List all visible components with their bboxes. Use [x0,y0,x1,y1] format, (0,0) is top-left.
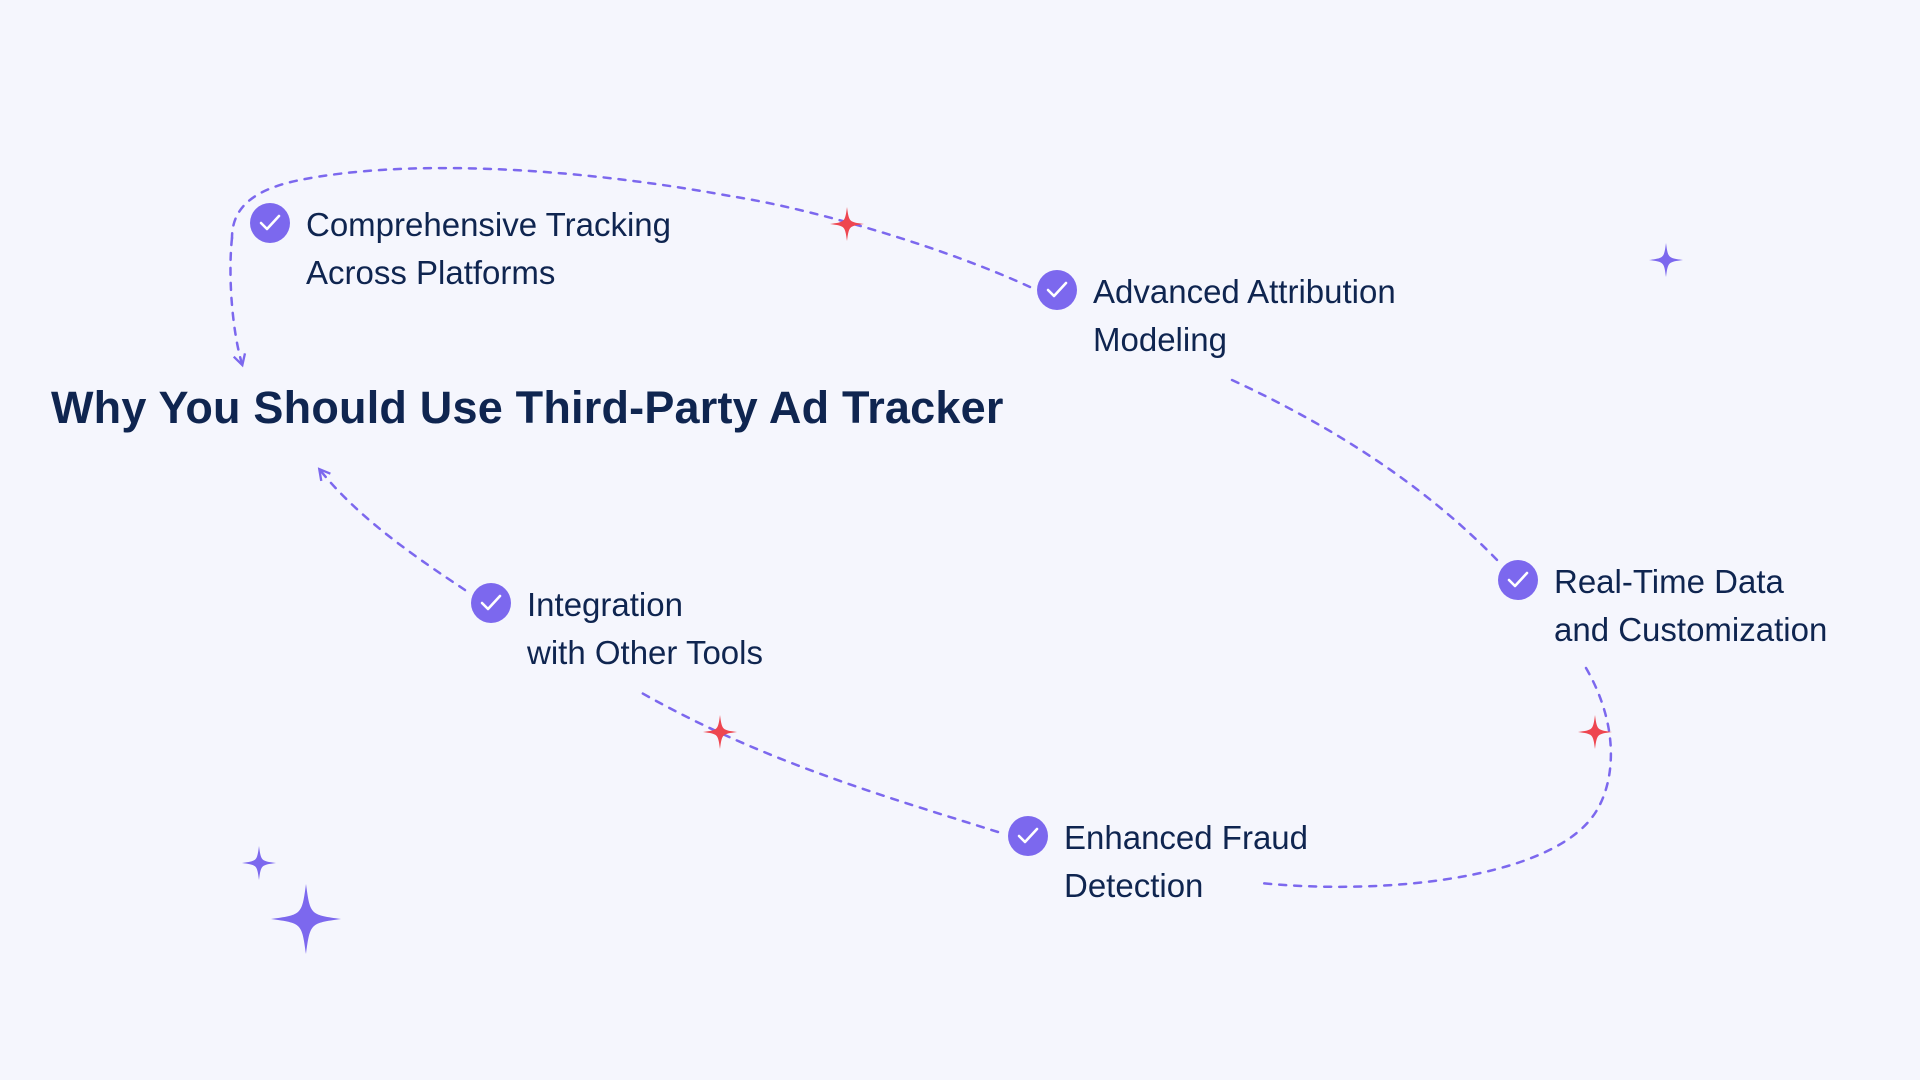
connector-attribution-to-realtime [1230,378,1502,565]
check-circle-icon [471,583,511,623]
benefit-advanced-attribution: Advanced Attribution Modeling [1037,268,1396,364]
sparkle-icon [271,884,341,954]
benefit-label-line1: Real-Time Data [1554,563,1784,600]
benefit-label-line1: Advanced Attribution [1093,273,1396,310]
connector-realtime-to-fraud [1258,666,1613,889]
connector-tracking-to-title [229,236,242,364]
diagram-title: Why You Should Use Third-Party Ad Tracke… [51,382,1004,433]
connector-tracking-to-attribution [230,166,1032,289]
check-circle-icon [1498,560,1538,600]
benefit-label-line1: Comprehensive Tracking [306,206,671,243]
check-circle-icon [1037,270,1077,310]
sparkle-icon [1649,243,1683,277]
benefit-label-line1: Enhanced Fraud [1064,819,1309,856]
benefit-label-line2: with Other Tools [527,634,763,671]
sparkle-icon [1578,715,1612,749]
sparkle-icon [830,207,864,241]
benefit-enhanced-fraud-detection: Enhanced Fraud Detection [1008,814,1308,910]
benefit-label-line2: and Customization [1554,611,1828,648]
check-circle-icon [250,203,290,243]
check-circle-icon [1008,816,1048,856]
benefit-label-line2: Modeling [1093,321,1227,358]
benefit-real-time-data: Real-Time Data and Customization [1498,558,1827,654]
benefit-comprehensive-tracking: Comprehensive Tracking Across Platforms [250,201,671,297]
benefit-label-line2: Detection [1064,867,1204,904]
sparkle-icon [242,846,276,880]
connector-integration-to-title [320,470,467,592]
benefit-integration: Integration with Other Tools [471,581,763,677]
sparkle-icon [703,715,737,749]
benefit-label-line1: Integration [527,586,683,623]
connector-fraud-to-integration [638,690,1000,834]
benefit-label-line2: Across Platforms [306,254,556,291]
